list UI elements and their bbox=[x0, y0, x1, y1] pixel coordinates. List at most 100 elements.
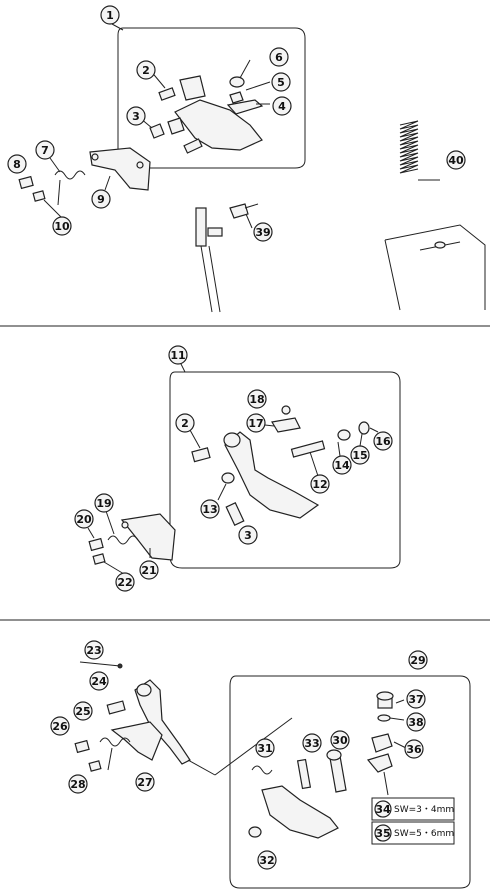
callout-12: 12 bbox=[310, 474, 330, 494]
svg-text:21: 21 bbox=[141, 564, 156, 577]
svg-text:14: 14 bbox=[334, 459, 350, 472]
callout-28: 28 bbox=[68, 774, 88, 794]
svg-text:39: 39 bbox=[255, 226, 270, 239]
svg-text:19: 19 bbox=[96, 497, 111, 510]
svg-text:12: 12 bbox=[312, 478, 327, 491]
callout-17: 17 bbox=[246, 413, 266, 433]
svg-text:28: 28 bbox=[70, 778, 85, 791]
spring-plate-group-11 bbox=[87, 510, 176, 575]
svg-text:30: 30 bbox=[332, 734, 348, 747]
svg-text:29: 29 bbox=[410, 654, 425, 667]
callout-16: 16 bbox=[373, 431, 393, 451]
callout-30: 30 bbox=[330, 730, 350, 750]
callout-19: 19 bbox=[94, 493, 114, 513]
presser-foot-assembly-23 bbox=[74, 663, 191, 772]
section-2: 11 2 3 12 13 14 15 16 17 18 19 20 21 22 bbox=[74, 345, 401, 592]
svg-text:1: 1 bbox=[106, 9, 114, 22]
sw-label-34-box: 34 SW=3・4mm bbox=[371, 797, 455, 821]
svg-text:18: 18 bbox=[249, 393, 264, 406]
assembly-1-frame bbox=[117, 27, 306, 169]
callout-14: 14 bbox=[332, 455, 352, 475]
callout-1: 1 bbox=[100, 5, 120, 25]
svg-text:32: 32 bbox=[259, 854, 274, 867]
callout-13: 13 bbox=[200, 499, 220, 519]
callout-18: 18 bbox=[247, 389, 267, 409]
callout-2: 2 bbox=[136, 60, 156, 80]
svg-text:36: 36 bbox=[406, 743, 422, 756]
svg-text:38: 38 bbox=[408, 716, 423, 729]
svg-text:6: 6 bbox=[275, 51, 283, 64]
svg-text:7: 7 bbox=[41, 144, 49, 157]
leader-1 bbox=[111, 23, 124, 31]
callout-11: 11 bbox=[168, 345, 188, 365]
callout-4: 4 bbox=[272, 96, 292, 116]
callout-23: 23 bbox=[84, 640, 104, 660]
assembly-11-frame bbox=[169, 371, 401, 569]
callout-5: 5 bbox=[271, 72, 291, 92]
svg-text:25: 25 bbox=[75, 705, 90, 718]
callout-32: 32 bbox=[257, 850, 277, 870]
callout-37: 37 bbox=[406, 689, 426, 709]
svg-text:35: 35 bbox=[375, 827, 390, 840]
callout-10: 10 bbox=[52, 216, 72, 236]
svg-text:37: 37 bbox=[408, 693, 423, 706]
svg-text:16: 16 bbox=[375, 435, 391, 448]
svg-text:SW=3・4mm: SW=3・4mm bbox=[394, 805, 454, 815]
svg-text:5: 5 bbox=[277, 76, 285, 89]
spring-40-group bbox=[384, 120, 486, 311]
svg-text:9: 9 bbox=[97, 193, 105, 206]
callout-38: 38 bbox=[406, 712, 426, 732]
svg-text:8: 8 bbox=[13, 158, 21, 171]
svg-text:10: 10 bbox=[54, 220, 70, 233]
callout-20: 20 bbox=[74, 509, 94, 529]
callout-40: 40 bbox=[446, 150, 466, 170]
callout-15: 15 bbox=[350, 445, 370, 465]
presser-foot-assembly-11 bbox=[189, 405, 379, 526]
callout-9: 9 bbox=[91, 189, 111, 209]
svg-text:3: 3 bbox=[244, 529, 252, 542]
svg-text:2: 2 bbox=[181, 417, 189, 430]
svg-text:40: 40 bbox=[448, 154, 464, 167]
svg-text:24: 24 bbox=[91, 675, 107, 688]
svg-text:SW=5・6mm: SW=5・6mm bbox=[394, 829, 454, 839]
svg-text:13: 13 bbox=[202, 503, 217, 516]
callout-26: 26 bbox=[50, 716, 70, 736]
callout-36: 36 bbox=[404, 739, 424, 759]
svg-text:20: 20 bbox=[76, 513, 92, 526]
callout-27: 27 bbox=[135, 772, 155, 792]
svg-text:17: 17 bbox=[248, 417, 263, 430]
callout-2b: 2 bbox=[175, 413, 195, 433]
svg-text:31: 31 bbox=[257, 742, 272, 755]
presser-foot-assembly-29 bbox=[248, 691, 407, 839]
svg-text:23: 23 bbox=[86, 644, 101, 657]
svg-text:34: 34 bbox=[375, 803, 391, 816]
svg-text:27: 27 bbox=[137, 776, 152, 789]
svg-text:15: 15 bbox=[352, 449, 367, 462]
svg-text:2: 2 bbox=[142, 64, 150, 77]
svg-text:33: 33 bbox=[304, 737, 319, 750]
callout-29: 29 bbox=[408, 650, 428, 670]
svg-text:26: 26 bbox=[52, 720, 68, 733]
needle-clamp-group bbox=[195, 203, 259, 313]
callout-31: 31 bbox=[255, 738, 275, 758]
assembly-29-frame bbox=[229, 675, 471, 889]
callout-22: 22 bbox=[115, 572, 135, 592]
callout-33: 33 bbox=[302, 733, 322, 753]
sw-label-35-box: 35 SW=5・6mm bbox=[371, 821, 455, 845]
callout-3b: 3 bbox=[238, 525, 258, 545]
callout-6: 6 bbox=[269, 47, 289, 67]
svg-text:11: 11 bbox=[170, 349, 185, 362]
svg-text:3: 3 bbox=[132, 110, 140, 123]
callout-24: 24 bbox=[89, 671, 109, 691]
callout-7: 7 bbox=[35, 140, 55, 160]
callout-39: 39 bbox=[253, 222, 273, 242]
spring-plate-group-1 bbox=[18, 147, 151, 219]
connector-lines-3 bbox=[187, 717, 293, 776]
svg-text:22: 22 bbox=[117, 576, 132, 589]
callout-21: 21 bbox=[139, 560, 159, 580]
group-23-bracket bbox=[79, 661, 121, 667]
svg-text:4: 4 bbox=[278, 100, 286, 113]
callout-8: 8 bbox=[7, 154, 27, 174]
callout-3: 3 bbox=[126, 106, 146, 126]
